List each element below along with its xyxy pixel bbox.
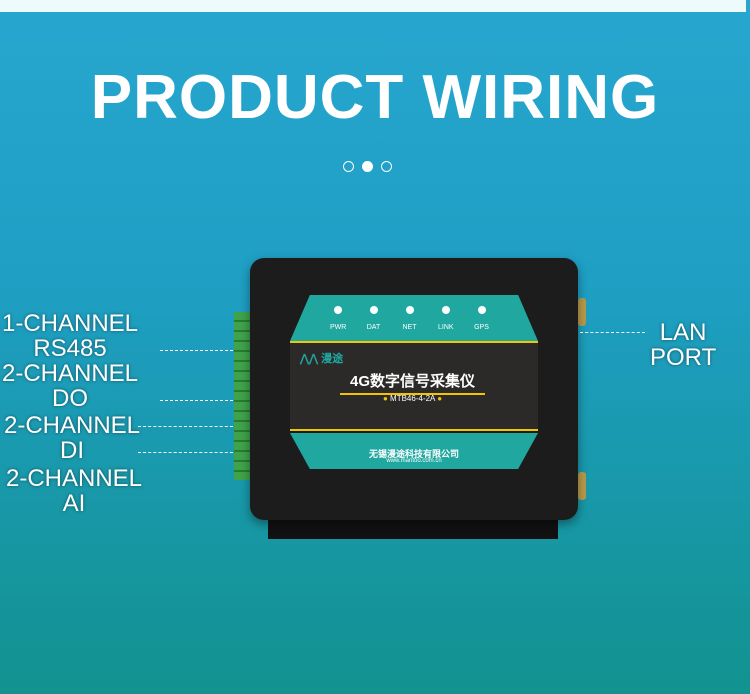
- label-line: RS485: [33, 335, 107, 362]
- label-line: 1-CHANNEL: [2, 310, 139, 337]
- led-panel: [290, 295, 538, 341]
- led-label: PWR: [330, 324, 347, 331]
- label-line: DI: [60, 437, 85, 464]
- led-light-icon: [333, 306, 342, 314]
- label-panel: [290, 341, 538, 431]
- label-line: PORT: [650, 344, 717, 371]
- company-name: 无锡漫途科技有限公司: [368, 449, 459, 459]
- label-line: LAN: [659, 319, 707, 346]
- led-label: GPS: [474, 324, 489, 331]
- leader-line-ai: [138, 452, 238, 453]
- led-light-icon: [369, 306, 378, 314]
- label-line: 2-CHANNEL: [6, 465, 143, 492]
- led-label: LINK: [438, 324, 454, 331]
- led-light-icon: [405, 306, 414, 314]
- leader-line-lan: [580, 332, 645, 333]
- carousel-dots: [343, 161, 392, 172]
- led-net: NET: [402, 306, 417, 331]
- top-strip: [0, 0, 746, 12]
- leader-line-rs485: [160, 350, 238, 351]
- model-number: ● MTB46-4-2A ●: [382, 394, 443, 403]
- mountain-icon: ⋀⋀: [300, 353, 322, 365]
- led-light-icon: [441, 306, 450, 314]
- label-line: AI: [62, 490, 86, 517]
- led-light-icon: [477, 306, 486, 314]
- website: www.mantoo.com.cn: [386, 458, 442, 464]
- carousel-dot-2[interactable]: [362, 161, 373, 172]
- brand-name: 漫途: [321, 353, 344, 365]
- product-name: 4G数字信号采集仪: [340, 370, 485, 395]
- label-line: DO: [52, 385, 89, 412]
- brand-logo: ⋀⋀ 漫途: [300, 350, 343, 366]
- terminal-block: [234, 312, 252, 480]
- leader-line-di: [138, 426, 238, 427]
- leader-line-do: [160, 400, 238, 401]
- carousel-dot-3[interactable]: [381, 161, 392, 172]
- led-label: DAT: [366, 324, 381, 331]
- led-gps: GPS: [474, 306, 489, 331]
- model-text: MTB46-4-2A: [390, 394, 435, 403]
- label-line: 2-CHANNEL: [4, 412, 141, 439]
- led-row: PWR DAT NET LINK GPS: [330, 306, 489, 331]
- carousel-dot-1[interactable]: [343, 161, 354, 172]
- led-label: NET: [402, 324, 417, 331]
- led-pwr: PWR: [330, 306, 347, 331]
- label-line: 2-CHANNEL: [2, 360, 139, 387]
- antenna-connector: [578, 472, 586, 500]
- led-dat: DAT: [366, 306, 381, 331]
- page-title: PRODUCT WIRING: [90, 63, 660, 132]
- antenna-connector: [578, 298, 586, 326]
- bottom-panel: [290, 433, 538, 469]
- led-link: LINK: [438, 306, 454, 331]
